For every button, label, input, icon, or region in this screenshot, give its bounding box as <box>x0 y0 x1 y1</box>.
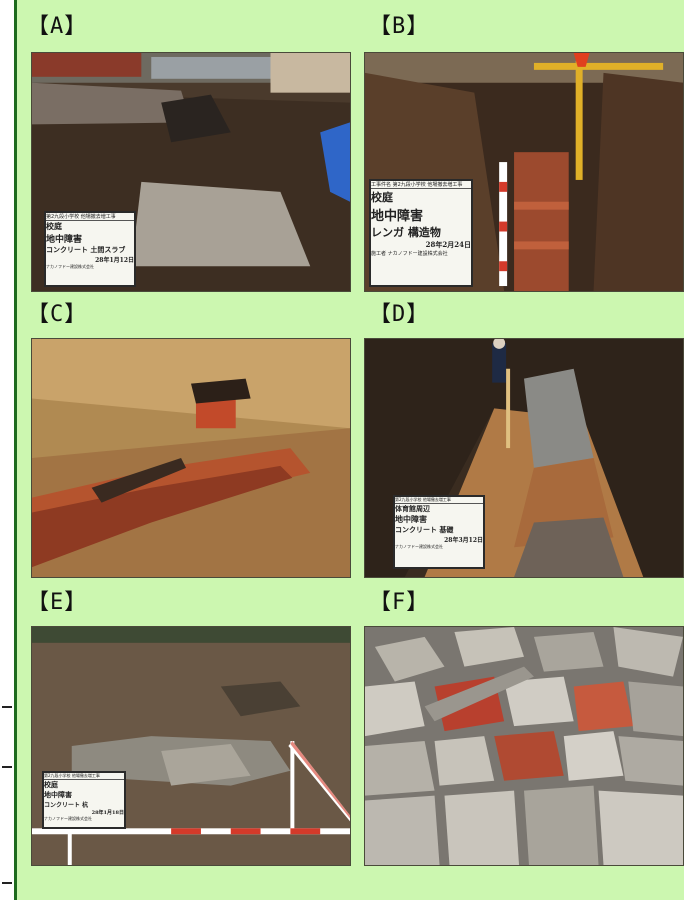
photo-a: 第2九段小学校 他場撤去増工事 校庭 地中障害 コンクリート 土間スラブ 28年… <box>31 52 351 292</box>
board-location: 校庭 <box>44 780 58 789</box>
whiteboard-e: 第2九段小学校 他場撤去増工事 校庭 地中障害 コンクリート 杭 28年1月18… <box>42 771 126 829</box>
board-project: 第2九段小学校 他場撤去増工事 <box>44 773 124 780</box>
board-project: 第2九段小学校 他場撤去増工事 <box>395 497 483 504</box>
photo-e: 第2九段小学校 他場撤去増工事 校庭 地中障害 コンクリート 杭 28年1月18… <box>31 626 351 866</box>
photo-label-a: 【A】 <box>27 14 88 39</box>
board-location: 体育館周辺 <box>395 504 430 513</box>
whiteboard-b: 工事件名 第2九段小学校 他場撤去増工事 校庭 地中障害 レンガ 構造物 28年… <box>369 179 473 287</box>
whiteboard-a: 第2九段小学校 他場撤去増工事 校庭 地中障害 コンクリート 土間スラブ 28年… <box>44 211 136 287</box>
board-location: 校庭 <box>371 191 393 204</box>
photo-label-b: 【B】 <box>369 14 430 39</box>
board-date: 28年1月18日 <box>91 810 124 816</box>
board-date: 28年1月12日 <box>95 257 134 264</box>
photo-f <box>364 626 684 866</box>
photo-b: 工事件名 第2九段小学校 他場撤去増工事 校庭 地中障害 レンガ 構造物 28年… <box>364 52 684 292</box>
photo-label-d: 【D】 <box>369 302 430 327</box>
board-item1: 地中障害 <box>371 209 424 224</box>
photo-label-e: 【E】 <box>27 590 88 615</box>
board-item1: 地中障害 <box>395 514 427 524</box>
board-project: 工事件名 第2九段小学校 他場撤去増工事 <box>371 181 471 189</box>
photo-label-c: 【C】 <box>27 302 88 327</box>
board-item1: 地中障害 <box>44 790 72 799</box>
photo-c <box>31 338 351 578</box>
photo-d: 第2九段小学校 他場撤去増工事 体育館周辺 地中障害 コンクリート 基礎 28年… <box>364 338 684 578</box>
whiteboard-d: 第2九段小学校 他場撤去増工事 体育館周辺 地中障害 コンクリート 基礎 28年… <box>393 495 485 569</box>
margin-mark <box>2 882 12 884</box>
board-date: 28年2月24日 <box>425 240 471 249</box>
board-contractor: ナカノフドー建設株式会社 <box>44 816 92 821</box>
board-item1: 地中障害 <box>46 235 83 245</box>
board-location: 校庭 <box>46 221 62 231</box>
board-item2: コンクリート 杭 <box>44 802 89 809</box>
board-project: 第2九段小学校 他場撤去増工事 <box>46 213 134 221</box>
margin-mark <box>2 706 12 708</box>
left-margin-strip <box>0 0 16 900</box>
board-item2: コンクリート 基礎 <box>395 525 454 534</box>
margin-mark <box>2 766 12 768</box>
board-item2: レンガ 構造物 <box>371 226 441 239</box>
board-contractor: ナカノフドー建設株式会社 <box>395 544 443 549</box>
board-item2: コンクリート 土間スラブ <box>46 245 126 254</box>
board-contractor: 施工者 ナカノフドー建設株式会社 <box>371 251 448 257</box>
board-contractor: ナカノフドー建設株式会社 <box>46 264 94 269</box>
photo-sheet: 【A】 第2九段小学校 他場撤去増工事 校庭 地中障害 コンクリート 土間スラブ… <box>14 0 684 900</box>
board-date: 28年3月12日 <box>444 537 483 544</box>
photo-label-f: 【F】 <box>369 590 430 615</box>
